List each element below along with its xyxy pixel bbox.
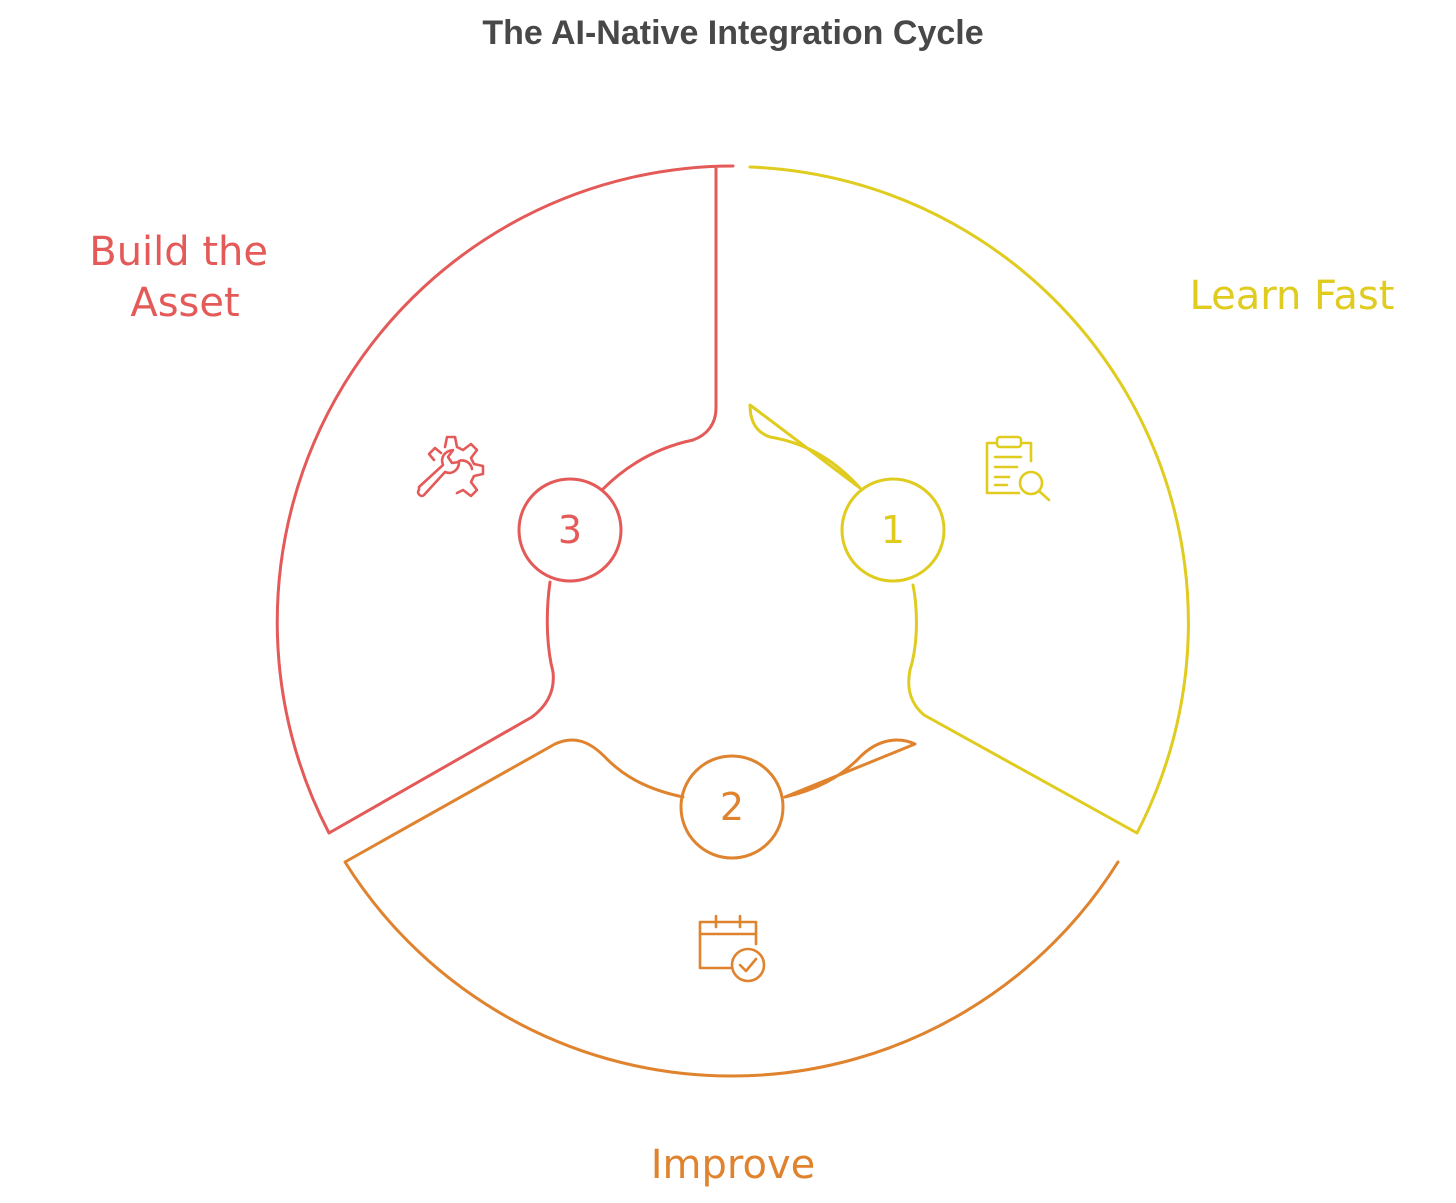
step-1-circle: [840, 477, 946, 583]
segment-3-label-line-2: Asset: [130, 280, 239, 326]
gear-wrench-icon: [416, 435, 485, 498]
step-2-number: 2: [720, 785, 744, 829]
segment-3-label: Build the Asset: [89, 229, 281, 326]
diagram-title: The AI-Native Integration Cycle: [482, 14, 983, 52]
step-3-circle: [517, 477, 623, 583]
segment-build-outline: [275, 164, 735, 835]
segment-2-label: Improve: [651, 1142, 815, 1188]
segment-1-label: Learn Fast: [1190, 273, 1395, 319]
clipboard-search-icon: [985, 435, 1051, 502]
calendar-check-icon: [698, 914, 766, 983]
segment-3-label-line-1: Build the: [89, 229, 268, 275]
segment-improve-outline: [343, 738, 1120, 1078]
step-1-number: 1: [881, 508, 905, 552]
segment-learn-fast: 1 Learn Fast: [748, 165, 1395, 835]
segment-learn-outline: [748, 165, 1190, 835]
segment-2-label-line-1: Improve: [651, 1142, 815, 1188]
segment-improve: 2 Improve: [343, 738, 1120, 1188]
segment-build-the-asset: 3 Build the Asset: [89, 164, 735, 835]
segment-1-label-line-1: Learn Fast: [1190, 273, 1395, 319]
step-3-number: 3: [558, 508, 582, 552]
step-2-circle: [679, 754, 785, 860]
